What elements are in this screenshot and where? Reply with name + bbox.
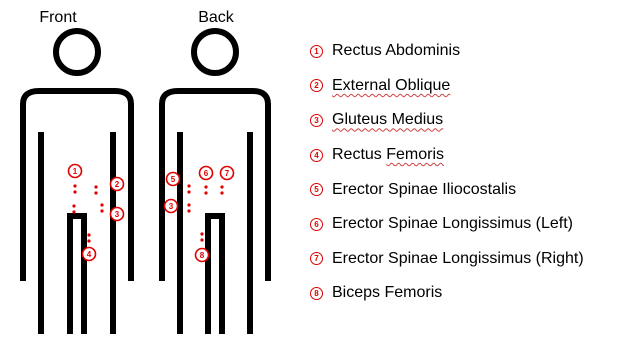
legend-item: 6 Erector Spinae Longissimus (Left) bbox=[310, 207, 636, 242]
back-head bbox=[194, 31, 236, 73]
back-figure: Back 5 6 7 3 8 bbox=[162, 9, 268, 334]
body-diagram: Front 1 2 3 4 bbox=[0, 0, 300, 337]
legend-item: 1 Rectus Abdominis bbox=[310, 34, 636, 69]
svg-text:7: 7 bbox=[225, 169, 230, 178]
legend-label: Erector Spinae Iliocostalis bbox=[332, 180, 516, 200]
legend-item: 4 Rectus Femoris bbox=[310, 138, 636, 173]
svg-text:4: 4 bbox=[87, 250, 92, 259]
legend-number-badge: 2 bbox=[310, 79, 323, 92]
legend-label: Biceps Femoris bbox=[332, 283, 442, 303]
svg-text:1: 1 bbox=[73, 167, 78, 176]
legend-item: 7 Erector Spinae Longissimus (Right) bbox=[310, 242, 636, 277]
front-marker-2: 2 bbox=[94, 178, 123, 195]
front-body-outline bbox=[23, 91, 131, 132]
front-view-title: Front bbox=[39, 9, 77, 26]
front-head bbox=[56, 31, 98, 73]
legend-number-badge: 3 bbox=[310, 114, 323, 127]
legend-item: 3 Gluteus Medius bbox=[310, 103, 636, 138]
legend-number-badge: 8 bbox=[310, 287, 323, 300]
front-marker-1: 1 bbox=[69, 165, 82, 194]
legend-label: Erector Spinae Longissimus (Right) bbox=[332, 249, 584, 269]
legend-label: Rectus Abdominis bbox=[332, 41, 460, 61]
legend-number-badge: 5 bbox=[310, 183, 323, 196]
svg-text:8: 8 bbox=[200, 251, 205, 260]
svg-text:6: 6 bbox=[204, 169, 209, 178]
back-body-outline bbox=[162, 91, 268, 132]
front-figure: Front 1 2 3 4 bbox=[23, 9, 131, 334]
legend-item: 5 Erector Spinae Iliocostalis bbox=[310, 172, 636, 207]
svg-text:3: 3 bbox=[115, 210, 120, 219]
back-marker-6: 6 bbox=[200, 167, 213, 195]
legend-number-badge: 6 bbox=[310, 218, 323, 231]
legend-number-badge: 4 bbox=[310, 149, 323, 162]
muscle-legend: 1 Rectus Abdominis 2 External Oblique 3 … bbox=[310, 34, 636, 311]
back-view-title: Back bbox=[198, 9, 235, 26]
legend-number-badge: 1 bbox=[310, 45, 323, 58]
legend-label: Rectus Femoris bbox=[332, 145, 444, 165]
svg-text:5: 5 bbox=[171, 175, 176, 184]
legend-number-badge: 7 bbox=[310, 252, 323, 265]
legend-label: Gluteus Medius bbox=[332, 110, 443, 130]
back-marker-7: 7 bbox=[220, 167, 233, 195]
legend-label: Erector Spinae Longissimus (Left) bbox=[332, 214, 573, 234]
svg-text:3: 3 bbox=[169, 202, 174, 211]
svg-text:2: 2 bbox=[115, 180, 120, 189]
legend-item: 8 Biceps Femoris bbox=[310, 276, 636, 311]
legend-item: 2 External Oblique bbox=[310, 69, 636, 104]
legend-label: External Oblique bbox=[332, 76, 450, 96]
